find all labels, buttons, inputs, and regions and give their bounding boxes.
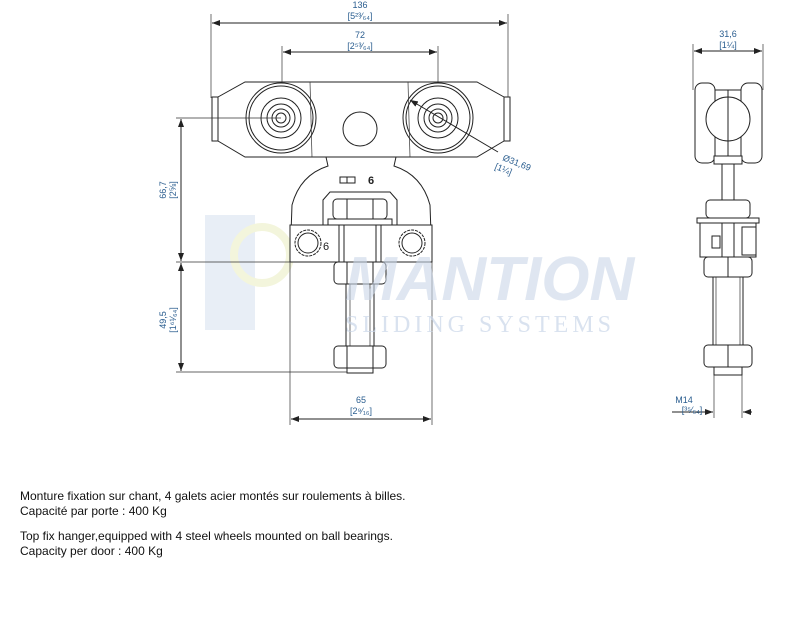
left-tab xyxy=(211,96,219,142)
side-stem xyxy=(721,163,735,201)
wheel-spacing-value: 72 xyxy=(355,30,365,40)
right-wheel xyxy=(402,82,474,154)
watermark-tagline: SLIDING SYSTEMS xyxy=(345,312,615,338)
center-hole xyxy=(342,111,378,147)
upper-height-imperial: [2⅝] xyxy=(168,181,178,199)
lower-height-value: 49,5 xyxy=(158,311,168,329)
side-view: 31,6 [1¼] M14 [³⁵⁄₆₄] xyxy=(672,29,764,418)
side-width-imperial: [1¼] xyxy=(719,40,737,50)
side-clamp xyxy=(699,222,757,258)
side-rod xyxy=(712,276,744,346)
top-nut xyxy=(332,198,388,220)
left-bolt xyxy=(294,229,322,257)
side-top-nut xyxy=(705,199,751,219)
front-view: 136 [5²³⁄₆₄] 72 [2⁵³⁄₆₄] xyxy=(158,0,532,425)
wheel-spacing-imperial: [2⁵³⁄₆₄] xyxy=(347,41,373,51)
description-fr-line1: Monture fixation sur chant, 4 galets aci… xyxy=(20,489,406,503)
description-english: Top fix hanger,equipped with 4 steel whe… xyxy=(20,529,393,559)
thread-value: M14 xyxy=(675,395,693,405)
thread-imperial: [³⁵⁄₆₄] xyxy=(682,405,703,415)
wrench-marking: 6 xyxy=(368,175,374,187)
threaded-rod xyxy=(345,283,375,347)
plate-width-imperial: [2⁹⁄₁₆] xyxy=(350,406,372,416)
description-en-line2: Capacity per door : 400 Kg xyxy=(20,544,163,558)
lower-nut xyxy=(333,261,387,285)
overall-width-imperial: [5²³⁄₆₄] xyxy=(348,11,373,21)
wheel-diameter-leader xyxy=(409,99,499,153)
description-en-line1: Top fix hanger,equipped with 4 steel whe… xyxy=(20,529,393,543)
right-bolt xyxy=(398,229,426,257)
right-tab xyxy=(503,96,511,142)
plate-width-value: 65 xyxy=(356,395,366,405)
watermark-logo xyxy=(205,215,294,330)
side-width-value: 31,6 xyxy=(719,29,737,39)
overall-width-value: 136 xyxy=(352,0,367,10)
bolt-marking: 6 xyxy=(323,241,329,253)
upper-height-value: 66,7 xyxy=(158,181,168,199)
bottom-nut xyxy=(333,345,387,369)
description-fr-line2: Capacité par porte : 400 Kg xyxy=(20,504,167,518)
description-french: Monture fixation sur chant, 4 galets aci… xyxy=(20,489,406,519)
lower-height-imperial: [1⁶¹⁄₆₄] xyxy=(168,307,178,333)
